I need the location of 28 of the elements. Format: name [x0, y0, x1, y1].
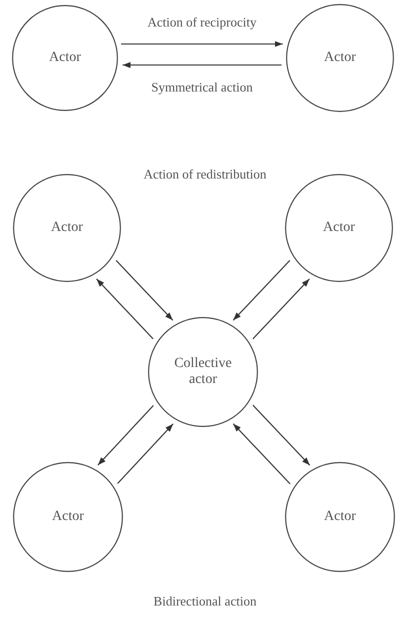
- arrow: [122, 62, 282, 68]
- arrow: [252, 404, 310, 466]
- node-label: Collective actor: [173, 356, 233, 388]
- diagram-caption: Action of redistribution: [144, 166, 266, 182]
- arrow: [98, 405, 154, 466]
- arrow: [232, 260, 290, 321]
- circle-node: [12, 5, 118, 111]
- arrow: [121, 41, 283, 47]
- node-label: Actor: [323, 220, 355, 236]
- circle-node: [13, 462, 123, 572]
- arrow: [252, 278, 310, 340]
- edge-label: Symmetrical action: [151, 80, 253, 94]
- arrow: [232, 423, 290, 484]
- circle-node: [148, 317, 258, 427]
- node-label: Actor: [51, 220, 83, 236]
- circle-node: [13, 174, 121, 282]
- circle-node: [285, 174, 393, 282]
- circle-node: [286, 4, 394, 112]
- diagram-caption: Bidirectional action: [154, 594, 256, 608]
- arrow: [117, 424, 174, 484]
- node-label: Actor: [324, 50, 356, 66]
- node-label: Actor: [324, 509, 356, 525]
- node-label: Actor: [49, 50, 81, 66]
- circle-node: [285, 462, 395, 572]
- arrow: [96, 278, 154, 340]
- arrow: [116, 260, 174, 321]
- node-label: Actor: [52, 509, 84, 525]
- edge-label: Action of reciprocity: [147, 14, 256, 30]
